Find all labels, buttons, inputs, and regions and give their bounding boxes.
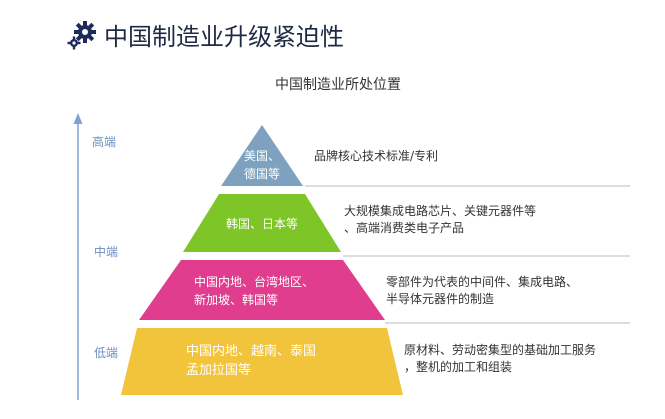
tier-2-label: 韩国、日本等 xyxy=(225,217,298,231)
tier-3-label: 中国内地、台湾地区、 新加坡、韩国等 xyxy=(194,275,315,307)
tier-4-label: 中国内地、越南、泰国 孟加拉国等 xyxy=(186,344,317,378)
tier-1-label: 美国、 德国等 xyxy=(243,149,280,181)
tier-2-description: 大规模集成电路芯片、关键元器件等 、高端消费类电子产品 xyxy=(344,204,537,235)
axis-arrow-icon xyxy=(73,113,83,124)
pyramid-tier-3 xyxy=(139,260,385,320)
tier-3-description: 零部件为代表的中间件、集成电路、 半导体元器件的制造 xyxy=(386,275,579,306)
page-title: 中国制造业升级紧迫性 xyxy=(104,23,344,51)
axis-label-low: 低端 xyxy=(94,346,119,360)
axis-label-high: 高端 xyxy=(92,135,117,149)
tier-1-description: 品牌核心技术标准/专利 xyxy=(314,149,439,163)
pyramid-tier-1 xyxy=(221,125,303,186)
pyramid-tier-2 xyxy=(183,194,341,252)
diagram-subtitle: 中国制造业所处位置 xyxy=(275,77,401,93)
pyramid-tier-4 xyxy=(121,328,403,395)
tier-4-description: 原材料、劳动密集型的基础加工服务 ，整机的加工和组装 xyxy=(404,343,597,374)
axis-label-mid: 中端 xyxy=(94,245,119,259)
